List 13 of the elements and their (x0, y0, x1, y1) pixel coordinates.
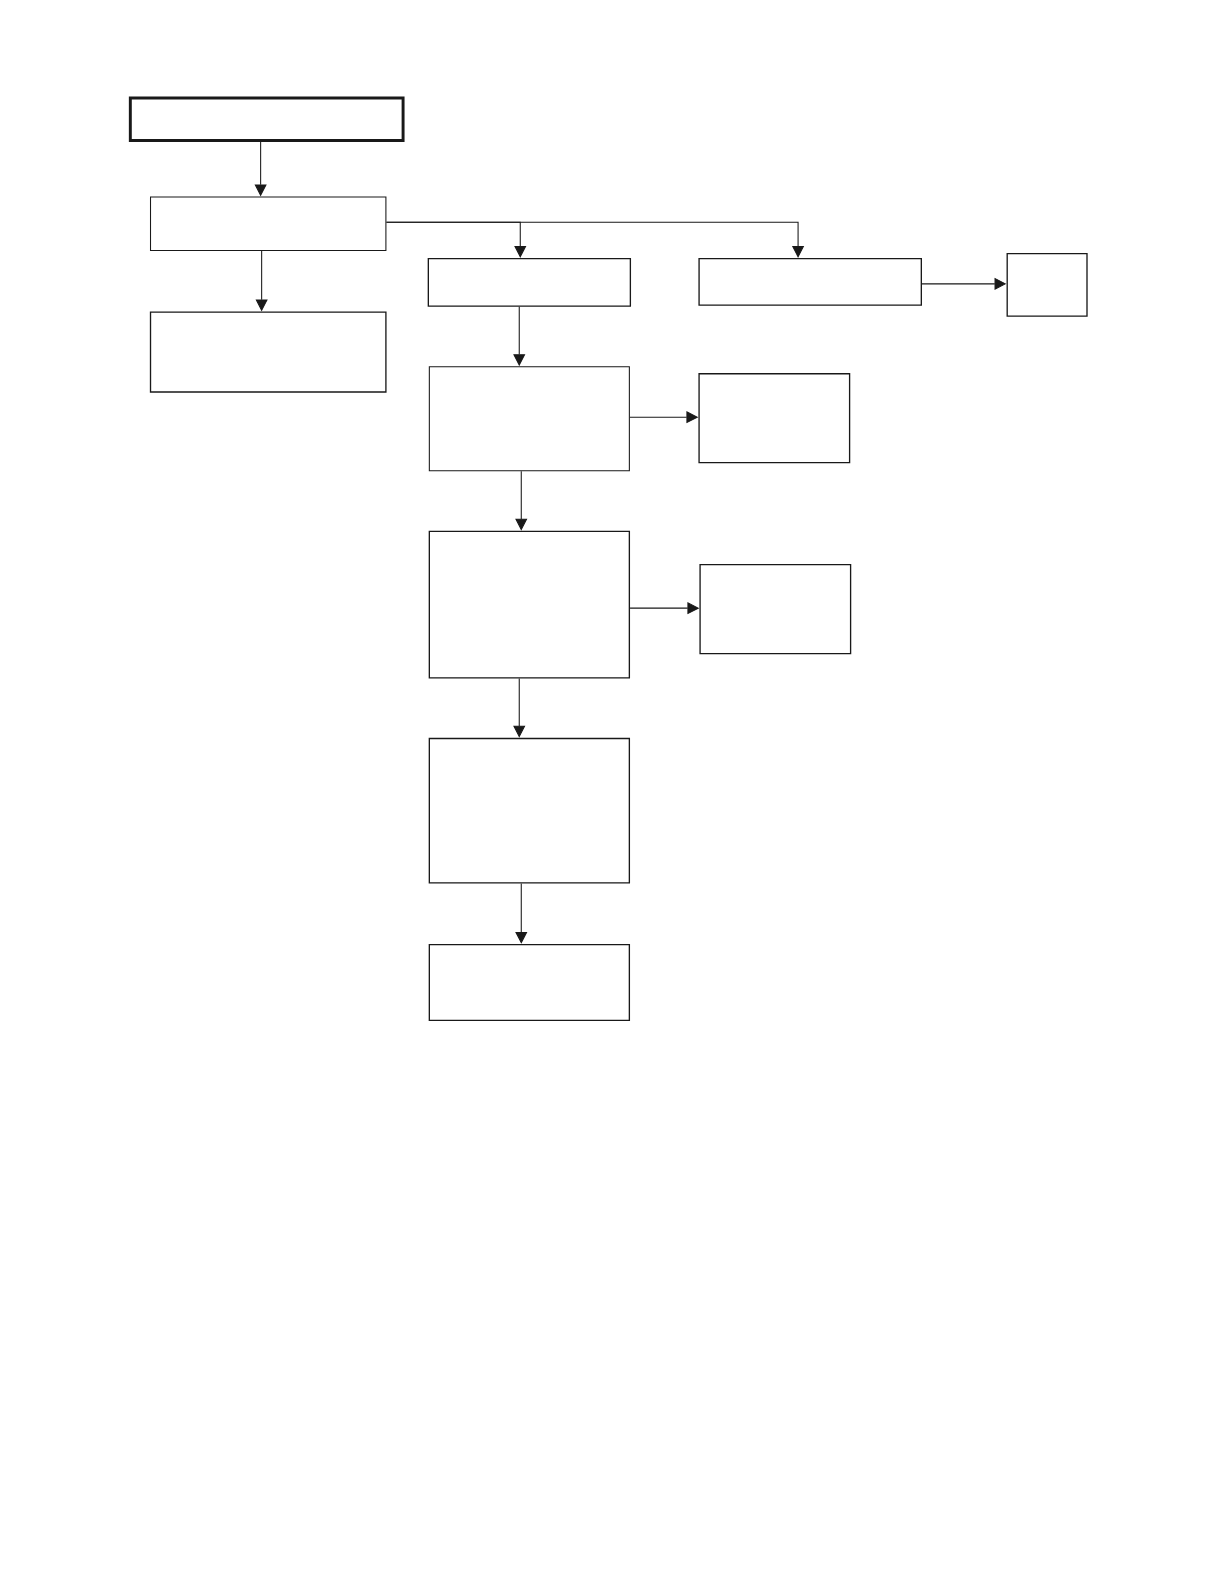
process-box (149, 196, 387, 252)
process-box (1006, 252, 1088, 317)
process-box (698, 373, 851, 464)
process-box (428, 530, 630, 679)
process-box (149, 311, 387, 393)
process-box (428, 737, 630, 884)
process-box (428, 943, 630, 1021)
arrow (385, 221, 805, 258)
process-box (128, 96, 405, 142)
process-box (699, 564, 852, 655)
process-box (428, 366, 630, 472)
process-box (427, 257, 631, 307)
process-box (698, 257, 922, 306)
